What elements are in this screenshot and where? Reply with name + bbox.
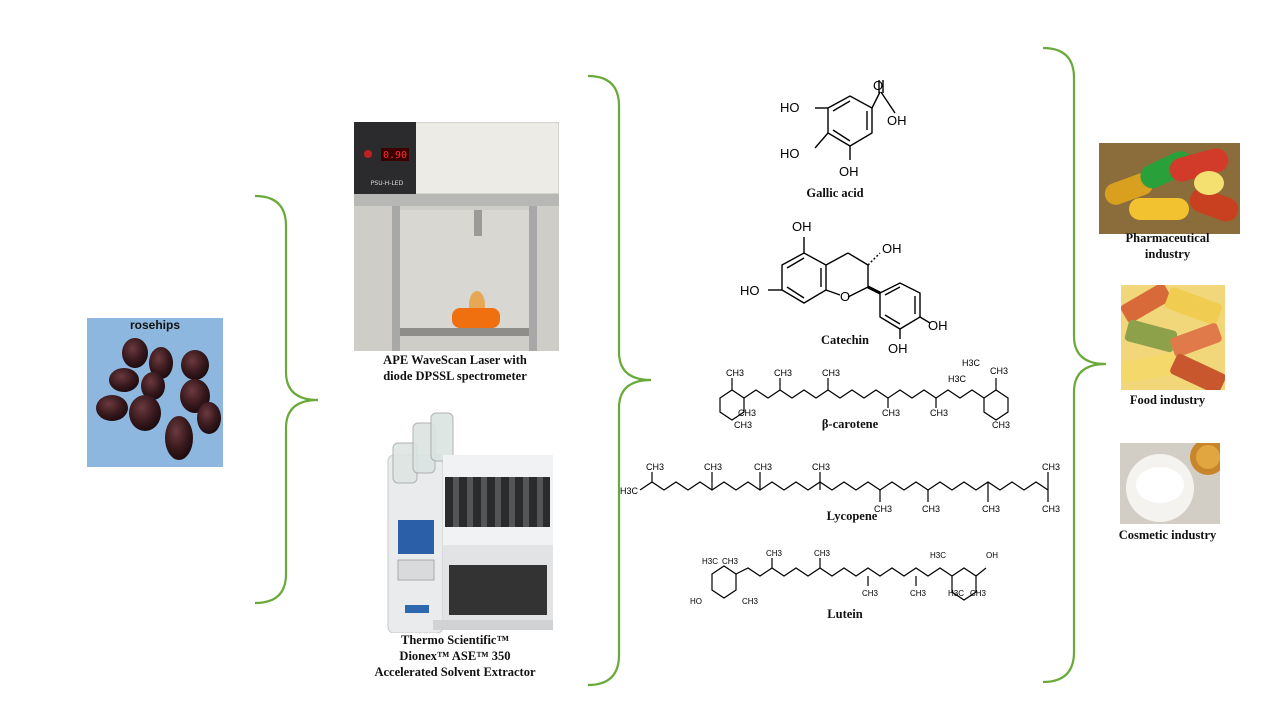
svg-text:CH3: CH3 — [874, 504, 892, 514]
bracket-instruments — [587, 74, 652, 687]
application-label-pharmaceutical-line1: Pharmaceutical — [1125, 231, 1210, 245]
svg-text:O: O — [840, 289, 850, 304]
pharmaceutical-image — [1099, 143, 1240, 234]
svg-text:OH: OH — [986, 551, 998, 560]
beta-carotene-structure: CH3 CH3 CH3 CH3 CH3 H3C CH3 H3C CH3 CH3 … — [719, 358, 1010, 430]
svg-text:CH3: CH3 — [970, 589, 987, 598]
laser-caption-line1: APE WaveScan Laser with — [383, 353, 527, 367]
svg-text:CH3: CH3 — [1042, 462, 1060, 472]
catechin-structure: O OH OH HO OH OH — [740, 219, 948, 355]
cosmetic-image — [1120, 443, 1220, 524]
laser-spectrometer-image: 0.90 PSU-H-LED — [354, 122, 559, 351]
svg-text:CH3: CH3 — [742, 597, 759, 606]
rosehips-label: rosehips — [129, 318, 180, 332]
svg-text:CH3: CH3 — [766, 549, 783, 558]
svg-text:CH3: CH3 — [754, 462, 772, 472]
svg-text:OH: OH — [888, 341, 908, 355]
svg-text:OH: OH — [839, 164, 859, 179]
compound-label-catechin: Catechin — [821, 333, 869, 347]
svg-text:OH: OH — [928, 318, 948, 333]
svg-text:H3C: H3C — [702, 557, 718, 566]
svg-text:CH3: CH3 — [882, 408, 900, 418]
application-label-cosmetic: Cosmetic industry — [1118, 528, 1217, 542]
lycopene-structure: CH3 CH3 CH3 CH3 H3C CH3 CH3 CH3 CH3 CH3 — [620, 462, 1060, 514]
svg-text:CH3: CH3 — [814, 549, 831, 558]
svg-text:CH3: CH3 — [982, 504, 1000, 514]
svg-text:HO: HO — [690, 597, 702, 606]
svg-text:CH3: CH3 — [862, 589, 879, 598]
svg-text:CH3: CH3 — [992, 420, 1010, 430]
extractor-caption-line1: Thermo Scientific™ — [401, 633, 509, 647]
compound-label-beta-carotene: β-carotene — [821, 417, 879, 431]
bracket-compounds — [1042, 46, 1107, 684]
application-label-pharmaceutical-line2: industry — [1144, 247, 1191, 261]
compound-label-gallic-acid: Gallic acid — [806, 186, 864, 200]
compound-label-lutein: Lutein — [827, 607, 863, 621]
laser-caption: APE WaveScan Laser with diode DPSSL spec… — [330, 352, 580, 384]
svg-text:CH3: CH3 — [812, 462, 830, 472]
svg-text:OH: OH — [887, 113, 907, 128]
svg-text:HO: HO — [740, 283, 760, 298]
laser-display-text: 0.90 — [383, 150, 407, 161]
solvent-extractor-image — [383, 405, 558, 633]
svg-text:CH3: CH3 — [1042, 504, 1060, 514]
svg-text:H3C: H3C — [948, 589, 964, 598]
svg-text:HO: HO — [780, 100, 800, 115]
extractor-caption-line3: Accelerated Solvent Extractor — [374, 665, 536, 679]
svg-text:CH3: CH3 — [930, 408, 948, 418]
svg-text:H3C: H3C — [620, 486, 639, 496]
lutein-structure: H3C CH3 HO CH3 CH3 CH3 CH3 CH3 H3C OH H3… — [690, 549, 998, 606]
svg-text:CH3: CH3 — [646, 462, 664, 472]
svg-text:OH: OH — [792, 219, 812, 234]
svg-text:H3C: H3C — [930, 551, 946, 560]
svg-text:CH3: CH3 — [922, 504, 940, 514]
svg-text:CH3: CH3 — [910, 589, 927, 598]
application-label-pharmaceutical: Pharmaceutical industry — [1095, 230, 1240, 262]
svg-text:H3C: H3C — [962, 358, 981, 368]
svg-text:CH3: CH3 — [704, 462, 722, 472]
svg-text:CH3: CH3 — [722, 557, 739, 566]
svg-text:HO: HO — [780, 146, 800, 161]
svg-text:OH: OH — [882, 241, 902, 256]
laser-caption-line2: diode DPSSL spectrometer — [383, 369, 527, 383]
application-label-food: Food industry — [1129, 393, 1206, 407]
food-image — [1121, 285, 1225, 390]
rosehips-illustration — [87, 318, 223, 467]
svg-text:CH3: CH3 — [774, 368, 792, 378]
laser-panel-label: PSU-H-LED — [371, 180, 404, 187]
laser-display — [381, 148, 409, 161]
svg-text:CH3: CH3 — [990, 366, 1008, 376]
svg-text:O: O — [873, 78, 883, 93]
bracket-inputs — [254, 194, 319, 605]
svg-text:CH3: CH3 — [822, 368, 840, 378]
svg-text:CH3: CH3 — [734, 420, 752, 430]
rosehips-image: rosehips — [87, 318, 223, 467]
compound-label-lycopene: Lycopene — [826, 509, 878, 523]
extractor-caption: Thermo Scientific™ Dionex™ ASE™ 350 Acce… — [330, 632, 580, 680]
extractor-caption-line2: Dionex™ ASE™ 350 — [399, 649, 511, 663]
svg-text:H3C: H3C — [948, 374, 967, 384]
svg-text:CH3: CH3 — [738, 408, 756, 418]
gallic-acid-structure: O OH HO HO OH — [780, 78, 907, 179]
svg-text:CH3: CH3 — [726, 368, 744, 378]
